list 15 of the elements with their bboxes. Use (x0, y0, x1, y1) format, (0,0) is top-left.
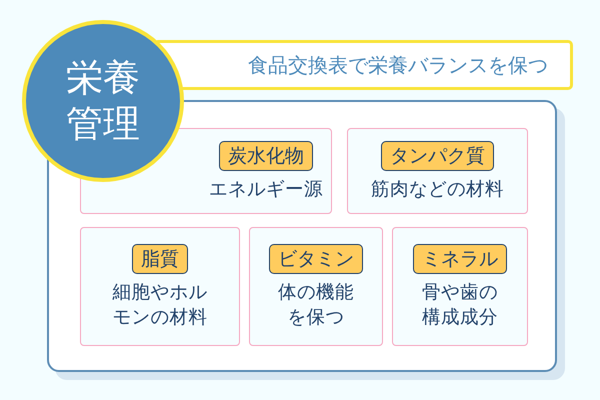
description-text: 体の機能を保つ (277, 280, 355, 330)
category-tag: ミネラル (413, 244, 507, 274)
title-circle: 栄養管理 (22, 20, 184, 182)
category-tag: ビタミン (269, 244, 363, 274)
description-text: 骨や歯の構成成分 (421, 280, 499, 330)
info-card (392, 227, 528, 346)
description-text: 細胞やホルモンの材料 (112, 280, 208, 330)
category-tag: 脂質 (132, 244, 188, 274)
info-card (249, 227, 383, 346)
category-tag: タンパク質 (381, 140, 494, 170)
description-text: エネルギー源 (209, 178, 323, 202)
description-text: 筋肉などの材料 (371, 178, 504, 202)
category-tag: 炭水化物 (219, 140, 313, 170)
info-card (347, 128, 528, 214)
info-card (80, 227, 240, 346)
